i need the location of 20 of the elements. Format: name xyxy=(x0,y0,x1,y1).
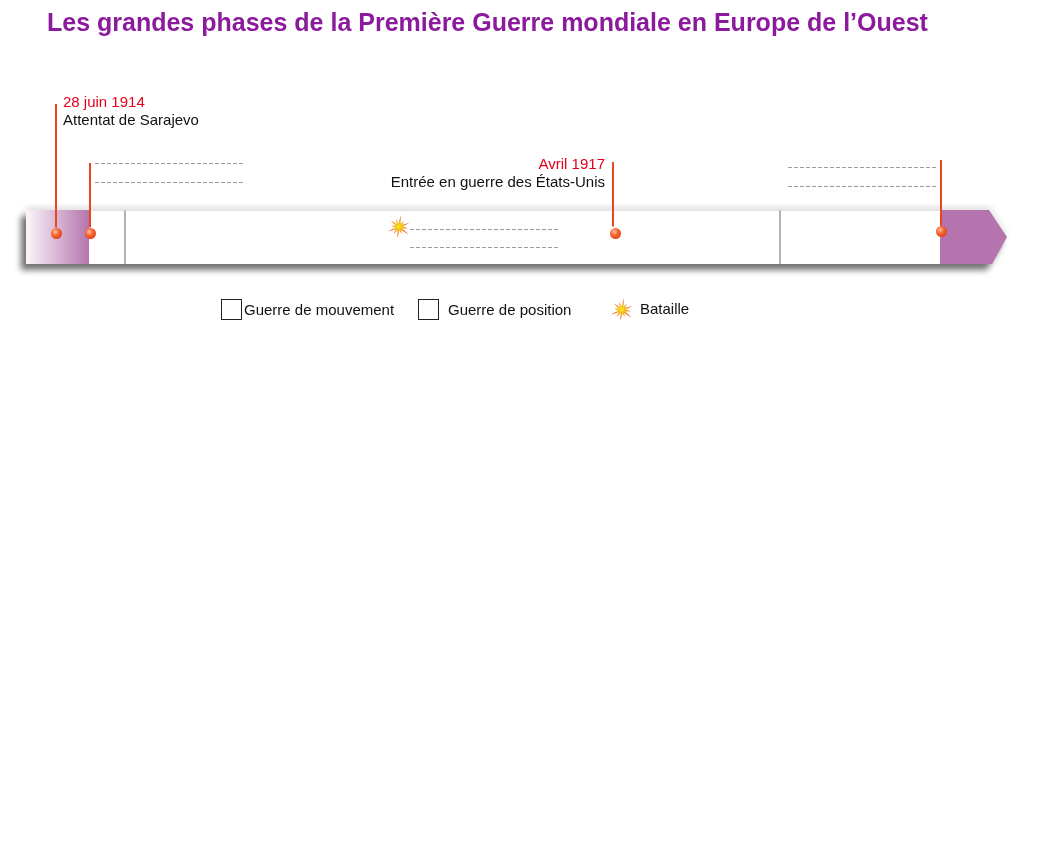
event-date: 28 juin 1914 xyxy=(63,93,145,111)
event-date: Avril 1917 xyxy=(538,155,605,173)
leader-line xyxy=(55,103,57,229)
dot-icon xyxy=(84,227,96,239)
timeline-segment xyxy=(26,210,89,264)
legend-label: Guerre de mouvement xyxy=(244,301,395,319)
timeline-segment xyxy=(779,210,940,264)
dot-icon xyxy=(609,227,621,239)
timeline-segment xyxy=(124,210,779,264)
diagram-title: Les grandes phases de la Première Guerre mondiale en Europe de l’Ouest xyxy=(47,7,928,37)
event-label: Entrée en guerre des États-Unis xyxy=(390,173,605,191)
timeline-segment xyxy=(89,210,124,264)
event-label: Attentat de Sarajevo xyxy=(63,111,199,129)
leader-line xyxy=(612,161,614,228)
dot-icon xyxy=(50,227,62,239)
legend-label: Bataille xyxy=(640,300,690,318)
leader-line xyxy=(940,159,942,227)
leader-line xyxy=(89,162,91,229)
dot-icon xyxy=(935,225,947,237)
legend-label: Guerre de position xyxy=(448,301,572,319)
